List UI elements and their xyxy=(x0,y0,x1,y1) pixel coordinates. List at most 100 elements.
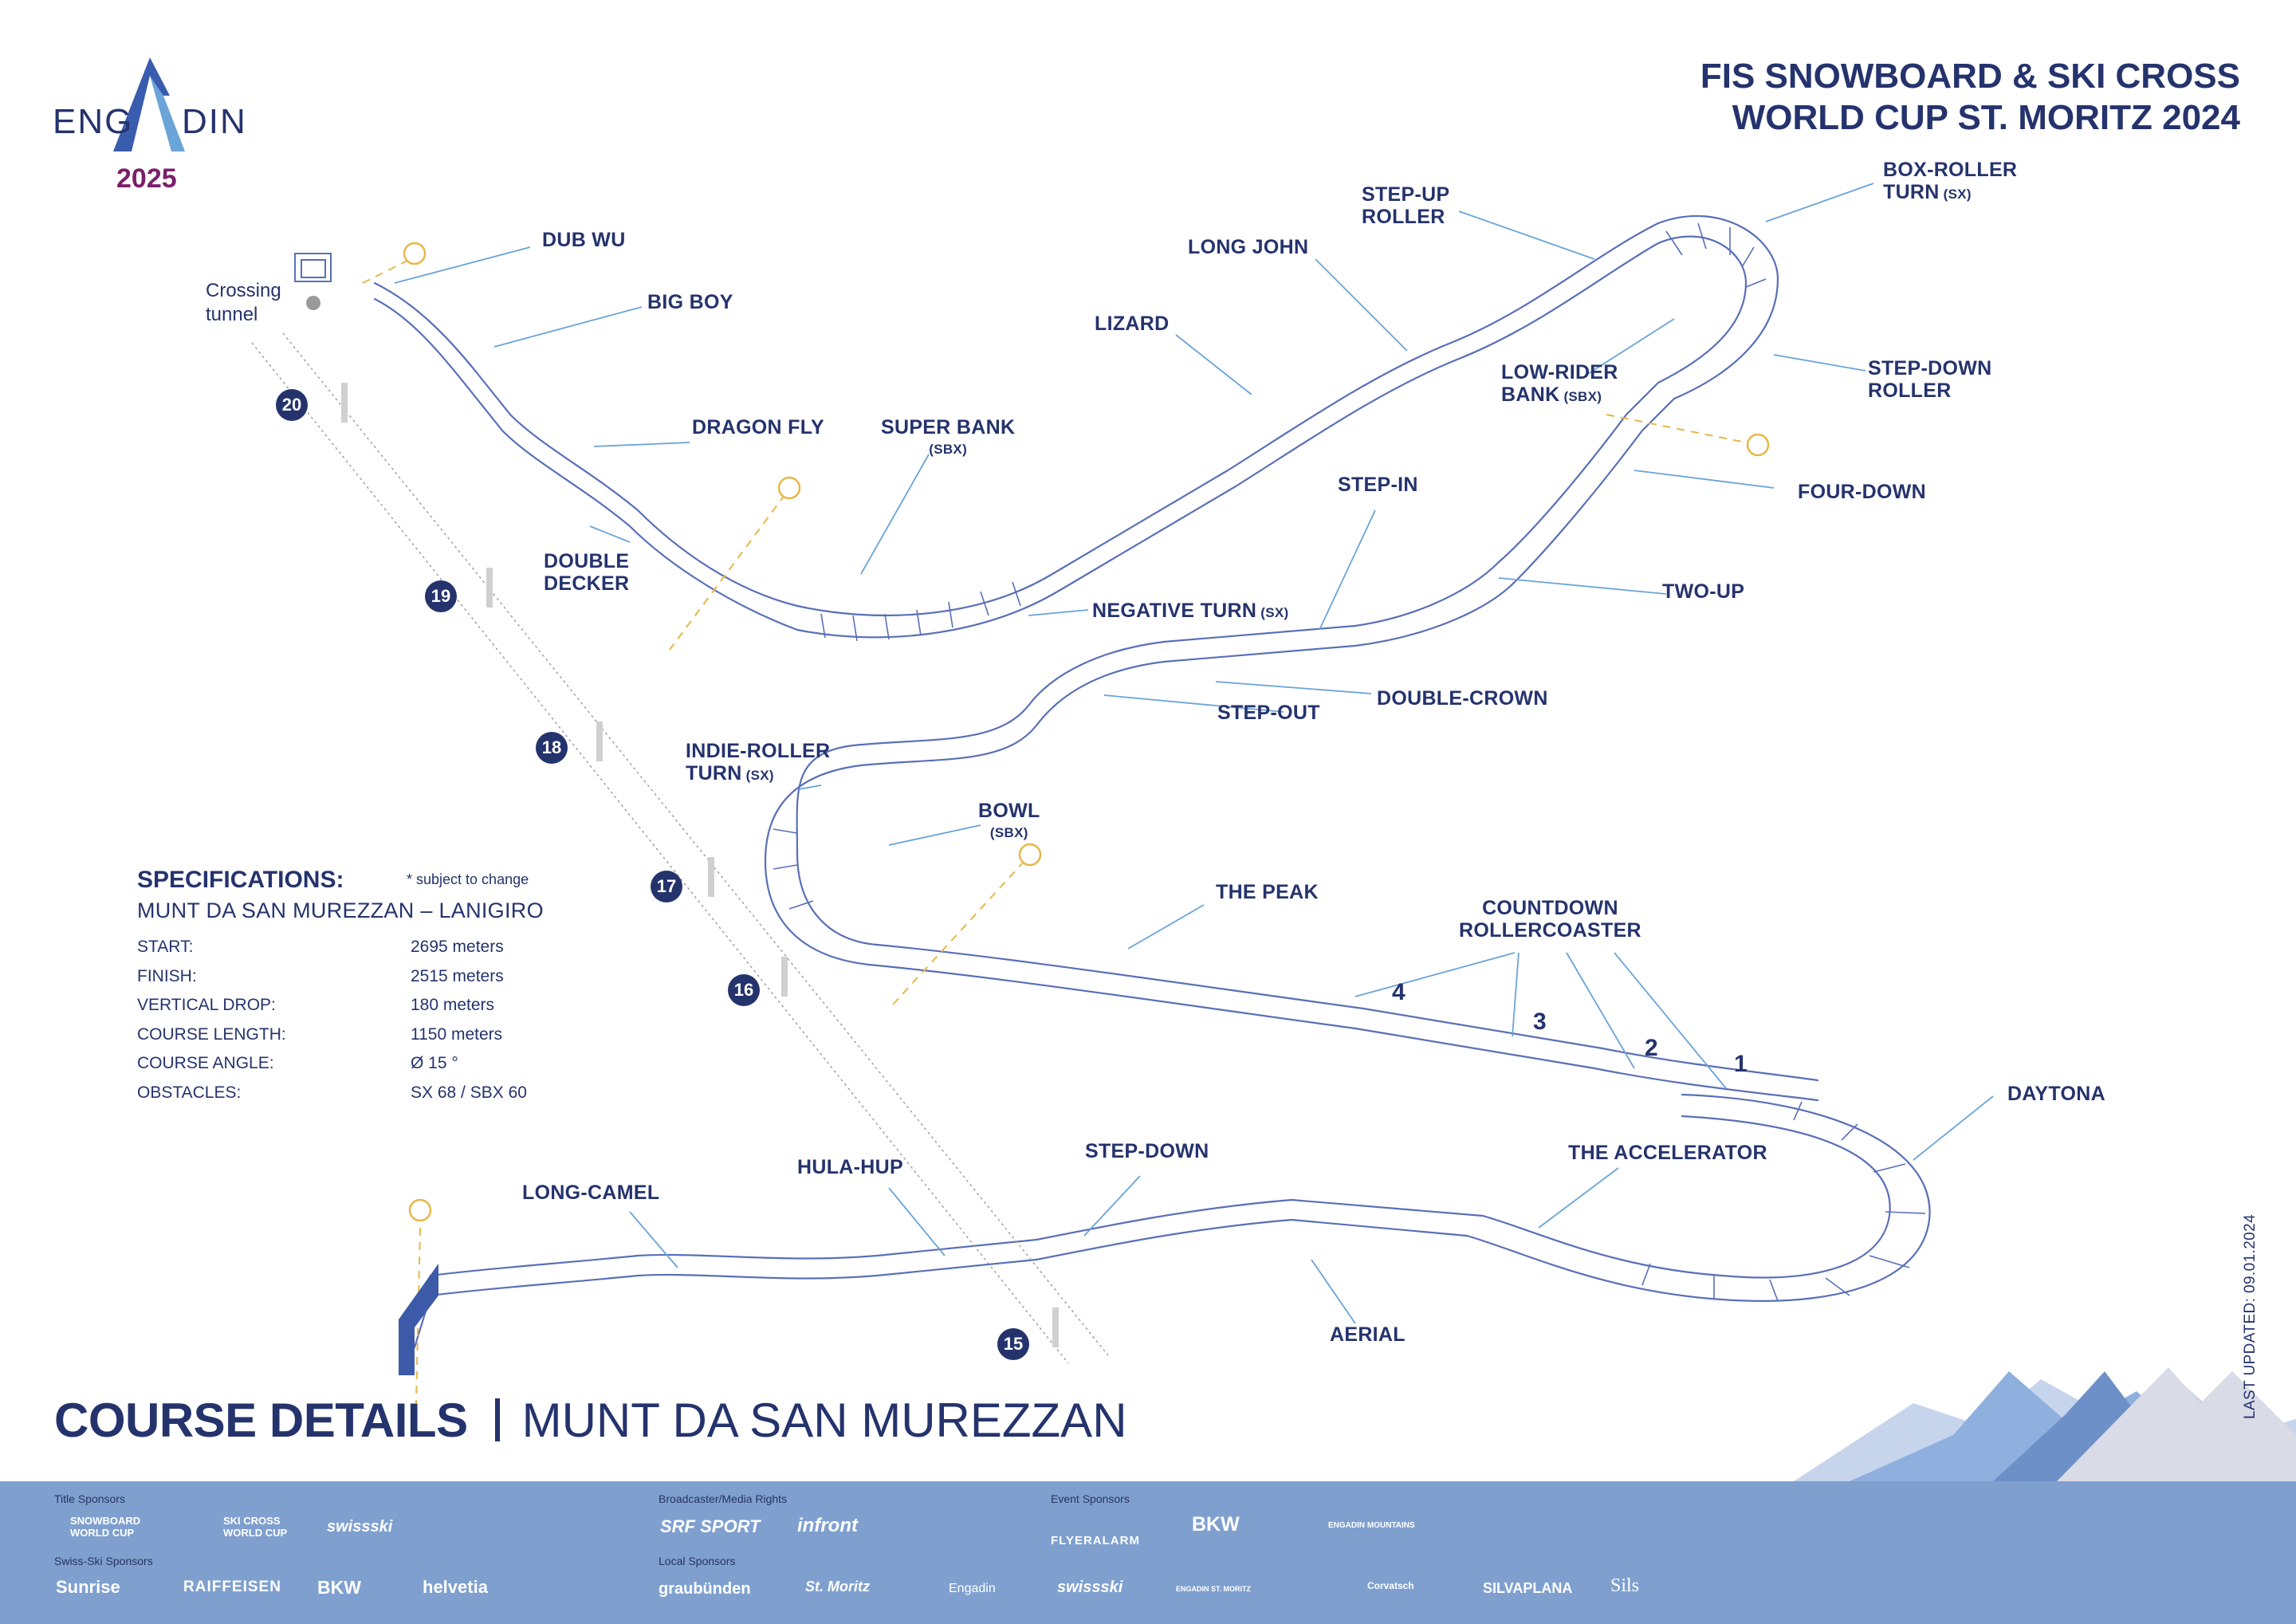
obstacle-bowl: BOWL(SBX) xyxy=(978,800,1040,840)
obstacle-long-camel: LONG-CAMEL xyxy=(522,1182,660,1204)
event-title-line1: FIS SNOWBOARD & SKI CROSS xyxy=(1700,57,2240,96)
timing-icon-4 xyxy=(1746,433,1770,457)
logo-engadin-mountains: ENGADIN MOUNTAINS xyxy=(1328,1521,1415,1530)
logo-snowboard-world-cup: SNOWBOARD WORLD CUP xyxy=(70,1515,141,1539)
spec-value: SX 68 / SBX 60 xyxy=(411,1083,527,1102)
logo-din: DIN xyxy=(182,102,247,141)
spec-heading: SPECIFICATIONS: xyxy=(137,867,344,893)
title-sponsors-heading: Title Sponsors xyxy=(54,1492,125,1505)
logo-engadin-st-moritz: ENGADIN ST. MORITZ xyxy=(1176,1585,1251,1593)
countdown-number-3: 3 xyxy=(1533,1009,1547,1035)
pylon-badge-20: 20 xyxy=(276,389,308,421)
logo-helvetia: helvetia xyxy=(423,1577,488,1597)
spec-value: Ø 15 ° xyxy=(411,1054,458,1072)
course-track-upper-outer xyxy=(373,214,1779,663)
logo-st-moritz: St. Moritz xyxy=(805,1579,870,1595)
obstacle-aerial: AERIAL xyxy=(1330,1323,1406,1346)
local-sponsors-heading: Local Sponsors xyxy=(659,1555,736,1567)
mountain-graphic xyxy=(1794,1367,2296,1481)
obstacle-dub-wu: DUB WU xyxy=(542,229,626,251)
engadin-logo-mark xyxy=(113,57,185,151)
last-updated: LAST UPDATED: 09.01.2024 xyxy=(2242,1213,2259,1419)
obstacle-long-john: LONG JOHN xyxy=(1188,236,1309,258)
pylon-badge-16: 16 xyxy=(728,974,760,1006)
logo-eng: ENG xyxy=(53,102,134,141)
crossing-tunnel-label: Crossing tunnel xyxy=(206,280,281,325)
spec-value: 2695 meters xyxy=(411,938,504,956)
obstacle-super-bank: SUPER BANK(SBX) xyxy=(881,416,1016,457)
course-track-mid-outer xyxy=(764,660,1819,1102)
obstacle-step-down: STEP-DOWN xyxy=(1085,1140,1209,1162)
logo-infront: infront xyxy=(797,1515,858,1536)
logo-sils: Sils xyxy=(1610,1575,1640,1596)
course-details-bold: COURSE DETAILS xyxy=(54,1394,468,1447)
finish-banner xyxy=(399,1264,438,1375)
logo-flyeralarm: FLYERALARM xyxy=(1051,1534,1140,1547)
logo-graubunden: graubünden xyxy=(659,1580,751,1598)
spec-course-name: MUNT DA SAN MUREZZAN – LANIGIRO xyxy=(137,899,544,922)
course-track-mid-inner xyxy=(796,640,1819,1082)
logo-swissski-local: swissski xyxy=(1057,1579,1123,1596)
course-details-title: COURSE DETAILS MUNT DA SAN MUREZZAN xyxy=(54,1392,1127,1449)
sponsor-band: Title Sponsors SNOWBOARD WORLD CUP SKI C… xyxy=(0,1481,2296,1624)
countdown-number-2: 2 xyxy=(1645,1035,1658,1061)
pylon-badge-15: 15 xyxy=(997,1328,1029,1360)
countdown-number-4: 4 xyxy=(1392,979,1406,1005)
logo-year: 2025 xyxy=(116,163,177,194)
logo-sunrise: Sunrise xyxy=(56,1577,120,1597)
logo-srf-sport: SRF SPORT xyxy=(660,1516,761,1536)
spec-label: START: xyxy=(137,938,194,956)
course-details-light: MUNT DA SAN MUREZZAN xyxy=(521,1394,1127,1447)
event-title: FIS SNOWBOARD & SKI CROSS WORLD CUP ST. … xyxy=(1700,56,2240,139)
pylon-badge-17: 17 xyxy=(651,871,682,902)
obstacle-step-out: STEP-OUT xyxy=(1217,702,1320,724)
logo-silvaplana: SILVAPLANA xyxy=(1483,1580,1573,1596)
logo-ski-cross-world-cup: SKI CROSS WORLD CUP xyxy=(223,1515,288,1539)
spec-label: OBSTACLES: xyxy=(137,1083,242,1102)
countdown-number-1: 1 xyxy=(1734,1051,1748,1077)
spec-label: COURSE ANGLE: xyxy=(137,1054,274,1072)
obstacle-dragon-fly: DRAGON FLY xyxy=(692,416,824,438)
obstacle-step-in: STEP-IN xyxy=(1338,474,1418,496)
title-separator xyxy=(494,1398,500,1441)
pylon-badge-18: 18 xyxy=(536,732,568,764)
obstacle-four-down: FOUR-DOWN xyxy=(1798,481,1927,503)
swiss-ski-sponsors-heading: Swiss-Ski Sponsors xyxy=(54,1555,153,1567)
logo-corvatsch: Corvatsch xyxy=(1367,1580,1414,1591)
obstacle-lizard: LIZARD xyxy=(1095,313,1170,335)
obstacle-daytona: DAYTONA xyxy=(2007,1083,2105,1105)
spec-value: 2515 meters xyxy=(411,966,504,985)
logo-bkw-event: BKW xyxy=(1192,1513,1240,1536)
logo-bkw-swissski: BKW xyxy=(317,1577,361,1598)
timing-icon-start xyxy=(403,242,427,265)
timing-icon-3 xyxy=(1018,843,1042,867)
event-sponsors-heading: Event Sponsors xyxy=(1051,1492,1130,1505)
timing-icon-2 xyxy=(777,476,801,500)
logo-raiffeisen: RAIFFEISEN xyxy=(183,1579,281,1595)
obstacle-big-boy: BIG BOY xyxy=(647,291,733,313)
spec-note: * subject to change xyxy=(407,871,529,887)
spec-value: 1150 meters xyxy=(411,1024,503,1044)
obstacle-the-accelerator: THE ACCELERATOR xyxy=(1568,1142,1767,1164)
event-title-line2: WORLD CUP ST. MORITZ 2024 xyxy=(1732,98,2240,137)
pylon-badge-19: 19 xyxy=(425,580,457,612)
tunnel-marker xyxy=(306,296,320,310)
course-track-daytona-inner xyxy=(413,1115,1891,1309)
obstacle-double-crown: DOUBLE-CROWN xyxy=(1377,687,1548,710)
course-track-daytona-outer xyxy=(413,1093,1931,1349)
course-track-upper-inner xyxy=(373,235,1748,643)
spec-label: VERTICAL DROP: xyxy=(137,996,276,1014)
broadcaster-heading: Broadcaster/Media Rights xyxy=(659,1492,788,1505)
timing-icon-finish xyxy=(408,1198,432,1222)
start-gate xyxy=(294,253,332,282)
obstacle-two-up: TWO-UP xyxy=(1662,580,1745,603)
spec-value: 180 meters xyxy=(411,996,495,1014)
